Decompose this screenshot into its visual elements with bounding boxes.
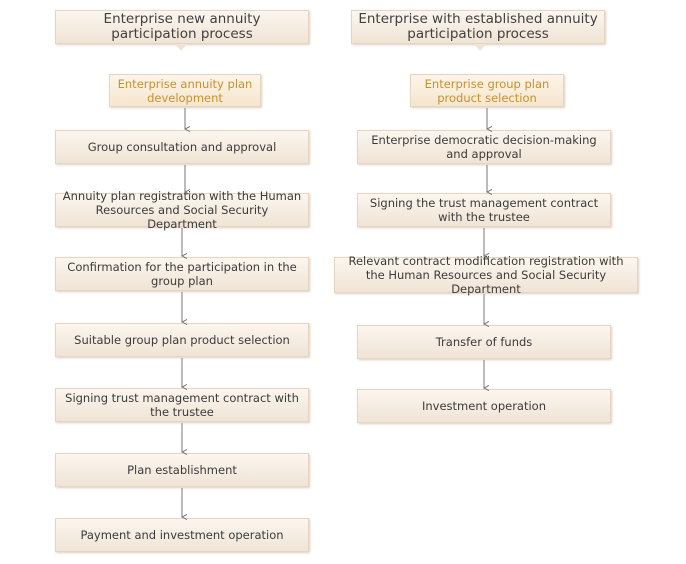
right-header-pointer xyxy=(474,44,486,51)
left-step-3: Confirmation for the participation in th… xyxy=(55,257,309,291)
left-step-1: Group consultation and approval xyxy=(55,130,309,164)
right-header-text: Enterprise with established annuity part… xyxy=(358,11,598,42)
left-step-5-text: Signing trust management contract with t… xyxy=(65,391,299,419)
right-step-2: Signing the trust management contract wi… xyxy=(357,193,611,227)
right-step-3: Relevant contract modification registrat… xyxy=(334,254,638,296)
right-subheader: Enterprise group plan product selection xyxy=(410,74,564,107)
left-header: Enterprise new annuity participation pro… xyxy=(55,10,309,44)
left-step-7: Payment and investment operation xyxy=(55,518,309,552)
left-header-text: Enterprise new annuity participation pro… xyxy=(103,11,261,42)
left-subheader-text: Enterprise annuity plan development xyxy=(117,76,253,105)
left-step-6-text: Plan establishment xyxy=(127,463,237,477)
right-step-5: Investment operation xyxy=(357,389,611,423)
right-header: Enterprise with established annuity part… xyxy=(351,10,605,44)
right-subheader-text: Enterprise group plan product selection xyxy=(424,76,550,105)
left-step-6: Plan establishment xyxy=(55,453,309,487)
right-step-2-text: Signing the trust management contract wi… xyxy=(369,196,599,224)
right-step-3-text: Relevant contract modification registrat… xyxy=(348,254,624,296)
right-step-1-text: Enterprise democratic decision-making an… xyxy=(371,133,597,161)
left-step-7-text: Payment and investment operation xyxy=(80,528,284,542)
right-step-4: Transfer of funds xyxy=(357,325,611,359)
left-step-3-text: Confirmation for the participation in th… xyxy=(67,260,297,288)
left-step-2-text: Annuity plan registration with the Human… xyxy=(62,189,302,231)
left-step-4: Suitable group plan product selection xyxy=(55,323,309,357)
left-header-pointer xyxy=(175,44,187,51)
right-step-5-text: Investment operation xyxy=(421,399,546,413)
right-step-4-text: Transfer of funds xyxy=(435,335,533,349)
right-step-1: Enterprise democratic decision-making an… xyxy=(357,130,611,164)
left-step-5: Signing trust management contract with t… xyxy=(55,388,309,422)
left-step-1-text: Group consultation and approval xyxy=(87,140,277,154)
left-step-2: Annuity plan registration with the Human… xyxy=(55,189,309,231)
left-subheader: Enterprise annuity plan development xyxy=(109,74,261,107)
left-step-4-text: Suitable group plan product selection xyxy=(74,333,290,347)
